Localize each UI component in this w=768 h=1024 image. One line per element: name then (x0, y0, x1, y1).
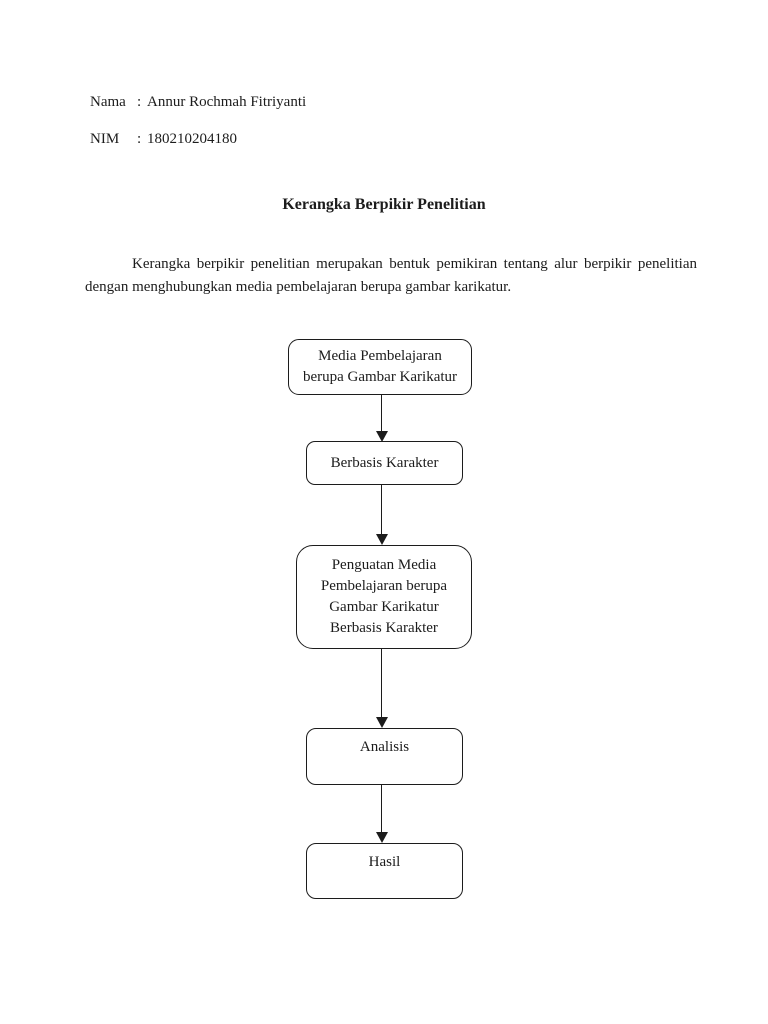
nim-separator: : (137, 131, 142, 147)
flow-node-media-pembelajaran: Media Pembelajaran berupa Gambar Karikat… (288, 339, 472, 395)
page-title: Kerangka Berpikir Penelitian (282, 196, 486, 213)
nama-value: Annur Rochmah Fitriyanti (147, 94, 307, 110)
flow-node-berbasis-karakter: Berbasis Karakter (306, 441, 463, 485)
flow-node-label: Analisis (359, 739, 410, 755)
nim-row: NIM:180210204180 (90, 130, 237, 148)
arrow-line (380, 395, 383, 431)
arrow-line (380, 785, 383, 832)
nim-value: 180210204180 (147, 131, 237, 147)
arrow-line (380, 485, 383, 534)
arrow-line (380, 649, 383, 717)
flow-node-label: Media Pembelajaran berupa Gambar Karikat… (302, 348, 458, 385)
arrow-down-icon (375, 832, 388, 843)
intro-paragraph: Kerangka berpikir penelitian merupakan b… (85, 256, 697, 295)
nama-label: Nama (90, 94, 126, 110)
nim-label: NIM (90, 131, 120, 147)
nama-row: Nama: Annur Rochmah Fitriyanti (90, 93, 306, 111)
flow-node-penguatan-media: Penguatan Media Pembelajaran berupa Gamb… (296, 545, 472, 649)
arrow-down-icon (375, 534, 388, 545)
flow-node-label: Hasil (368, 854, 401, 870)
nama-separator: : (137, 94, 142, 110)
flow-arrow-1 (375, 395, 388, 442)
flow-arrow-4 (375, 785, 388, 843)
arrow-down-icon (375, 717, 388, 728)
flow-arrow-2 (375, 485, 388, 545)
flow-node-label: Penguatan Media Pembelajaran berupa Gamb… (320, 557, 448, 636)
flow-node-analisis: Analisis (306, 728, 463, 785)
flow-arrow-3 (375, 649, 388, 728)
flow-node-label: Berbasis Karakter (330, 454, 439, 471)
flow-node-hasil: Hasil (306, 843, 463, 899)
arrow-down-icon (375, 431, 388, 442)
